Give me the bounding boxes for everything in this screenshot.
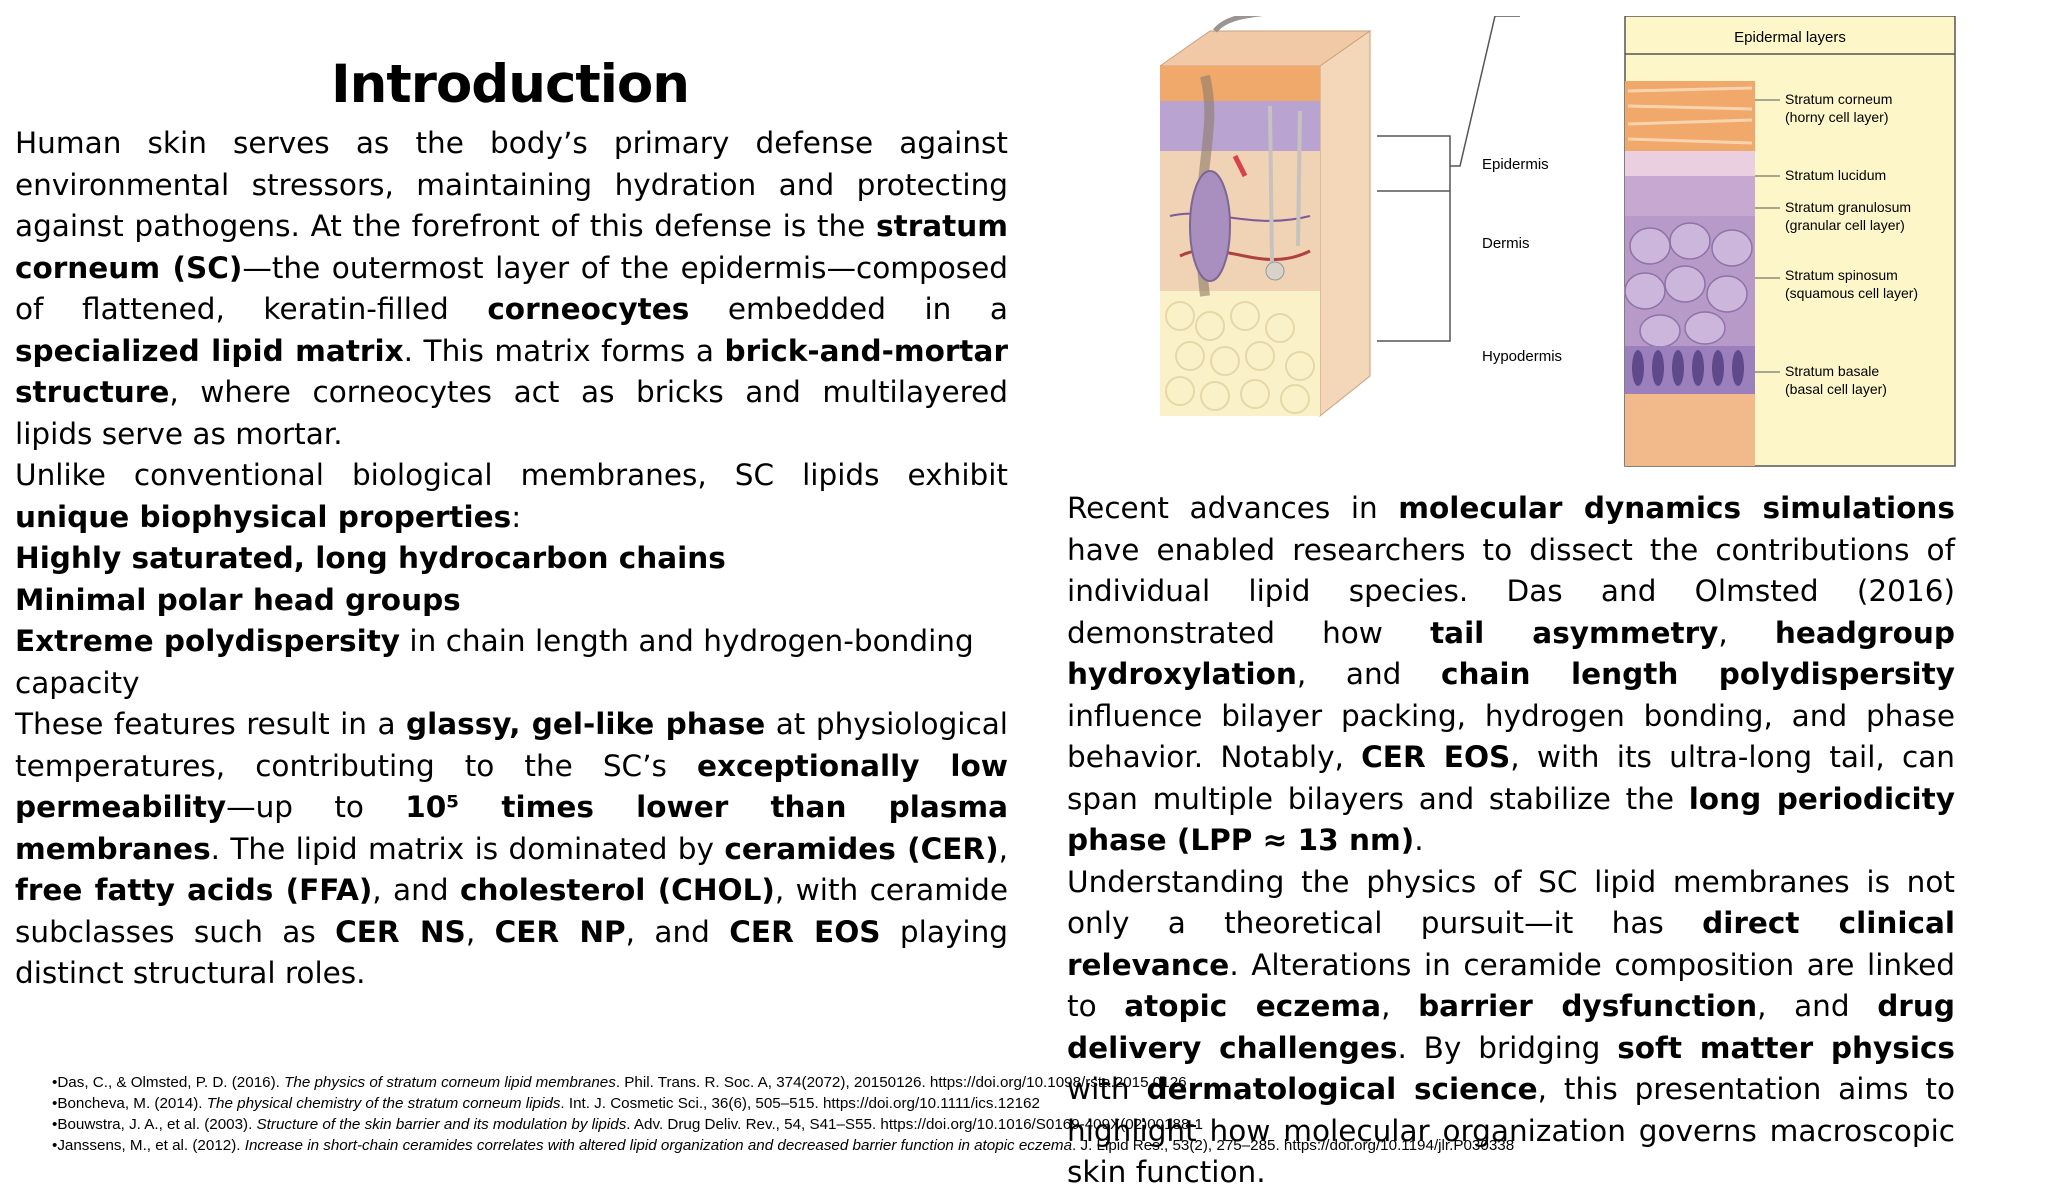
reference-item: •Das, C., & Olmsted, P. D. (2016). The p… bbox=[52, 1074, 1187, 1091]
text-run: , with ceramide subclasses such as bbox=[15, 873, 1009, 949]
bold-term: tail asymmetry bbox=[1430, 615, 1719, 650]
text-run: , where corneocytes act as bricks and mu… bbox=[15, 375, 1008, 451]
layer-sub-granulosum: (granular cell layer) bbox=[1785, 217, 1905, 233]
text-run: playing distinct structural roles. bbox=[15, 914, 1008, 991]
text-run: —the outermost layer of the epidermis—co… bbox=[15, 250, 1008, 327]
layer-name-spinosum: Stratum spinosum bbox=[1785, 267, 1898, 283]
text-run: , bbox=[465, 914, 495, 949]
layer-sub-basale: (basal cell layer) bbox=[1785, 381, 1887, 397]
bold-term: ceramides (CER) bbox=[724, 831, 999, 866]
text-run: These features result in a bbox=[15, 707, 407, 741]
text-run: . This matrix forms a bbox=[403, 333, 725, 368]
bold-term: drug delivery challenges bbox=[1067, 989, 1955, 1065]
layer-name-corneum: Stratum corneum bbox=[1785, 91, 1892, 107]
text-run: , bbox=[998, 831, 1008, 866]
intro-paragraph-1: Human skin serves as the body’s primary … bbox=[15, 123, 1008, 455]
bold-term: glassy, gel-like phase bbox=[406, 707, 766, 741]
bold-term: free fatty acids (FFA) bbox=[15, 873, 373, 907]
text-run: Unlike conventional biological membranes… bbox=[15, 458, 1008, 492]
references: •Das, C., & Olmsted, P. D. (2016). The p… bbox=[52, 1072, 1852, 1156]
intro-right-column: Recent advances in molecular dynamics si… bbox=[1067, 488, 1955, 1194]
md-paragraph: Recent advances in molecular dynamics si… bbox=[1067, 488, 1955, 862]
relevance-paragraph: Understanding the physics of SC lipid me… bbox=[1067, 862, 1955, 1194]
bold-term: cholesterol (CHOL) bbox=[459, 873, 775, 907]
layer-name-lucidum: Stratum lucidum bbox=[1785, 167, 1886, 183]
text-run: , and bbox=[1757, 989, 1878, 1023]
skin-block-illustration bbox=[1160, 16, 1372, 418]
text-run: Recent advances in bbox=[1067, 491, 1399, 525]
layer-brackets bbox=[1377, 16, 1520, 342]
text-run: , and bbox=[625, 914, 730, 949]
text-run: : bbox=[511, 499, 522, 534]
bold-term: chain length polydispersity bbox=[1440, 657, 1955, 691]
layer-name-granulosum: Stratum granulosum bbox=[1785, 199, 1911, 215]
property-item-1: Highly saturated, long hydrocarbon chain… bbox=[15, 541, 726, 575]
bold-term: dermatological science bbox=[1146, 1072, 1538, 1106]
bold-term: atopic eczema bbox=[1124, 989, 1382, 1023]
reference-item: •Janssens, M., et al. (2012). Increase i… bbox=[52, 1137, 1515, 1154]
skin-layers-diagram: Epidermis Dermis Hypodermis Epidermal la… bbox=[1160, 16, 1956, 467]
bold-term: CER NS bbox=[335, 914, 466, 949]
label-epidermis: Epidermis bbox=[1482, 156, 1549, 173]
layer-sub-spinosum: (squamous cell layer) bbox=[1785, 285, 1918, 301]
bold-term: 10⁵ times lower than plasma membranes bbox=[15, 790, 1008, 866]
bold-term: unique biophysical properties bbox=[15, 499, 512, 534]
text-run: , bbox=[1381, 989, 1419, 1023]
label-dermis: Dermis bbox=[1482, 235, 1530, 252]
panel-header: Epidermal layers bbox=[1734, 29, 1846, 46]
bold-term: headgroup hydroxylation bbox=[1067, 615, 1955, 692]
bold-term: specialized lipid matrix bbox=[15, 333, 404, 368]
bold-term: exceptionally low permeability bbox=[15, 748, 1009, 825]
bold-term: direct clinical relevance bbox=[1067, 906, 1955, 982]
layer-name-basale: Stratum basale bbox=[1785, 363, 1879, 379]
bold-term: corneocytes bbox=[487, 292, 690, 326]
text-run: , and bbox=[1296, 657, 1441, 691]
text-run: , and bbox=[372, 873, 460, 907]
intro-paragraph-3: These features result in a glassy, gel-l… bbox=[15, 704, 1008, 995]
text-run: Human skin serves as the body’s primary … bbox=[15, 126, 1008, 243]
text-run: influence bilayer packing, hydrogen bond… bbox=[1067, 698, 1955, 775]
bold-term: long periodicity phase (LPP ≈ 13 nm) bbox=[1067, 781, 1955, 858]
intro-paragraph-2: Unlike conventional biological membranes… bbox=[15, 455, 1008, 538]
text-run: have enabled researchers to dissect the … bbox=[1067, 532, 1955, 650]
bold-term: CER NP bbox=[494, 914, 626, 949]
bold-term: CER EOS bbox=[1361, 740, 1511, 774]
bold-term: CER EOS bbox=[729, 914, 881, 949]
bold-term: brick-and-mortar structure bbox=[15, 333, 1008, 410]
bold-term: barrier dysfunction bbox=[1418, 989, 1758, 1023]
text-run: . bbox=[1414, 823, 1424, 857]
layer-sub-corneum: (horny cell layer) bbox=[1785, 109, 1888, 125]
intro-left-column: Human skin serves as the body’s primary … bbox=[15, 123, 1008, 995]
bold-term: stratum corneum (SC) bbox=[15, 209, 1008, 285]
bold-term: soft matter physics bbox=[1617, 1030, 1955, 1065]
text-run: at physiological temperatures, contribut… bbox=[15, 707, 1008, 783]
property-item-3: Extreme polydispersity in chain length a… bbox=[15, 624, 974, 700]
property-item-2: Minimal polar head groups bbox=[15, 582, 461, 617]
text-run: . Alterations in ceramide composition ar… bbox=[1067, 947, 1955, 1024]
epidermal-layers-panel: Epidermal layers Stratum corneum (horny … bbox=[1624, 16, 1956, 467]
label-hypodermis: Hypodermis bbox=[1482, 348, 1562, 365]
text-run: , bbox=[1718, 615, 1775, 650]
text-run: with bbox=[1067, 1072, 1147, 1106]
text-run: Understanding the physics of SC lipid me… bbox=[1067, 864, 1955, 941]
text-run: embedded in a bbox=[689, 292, 1008, 326]
slide-title: Introduction bbox=[330, 54, 690, 115]
text-run: . The lipid matrix is dominated by bbox=[210, 831, 725, 866]
reference-item: •Bouwstra, J. A., et al. (2003). Structu… bbox=[52, 1116, 1203, 1133]
bold-term: molecular dynamics simulations bbox=[1398, 491, 1955, 525]
text-run: , with its ultra-long tail, can span mul… bbox=[1067, 740, 1955, 816]
text-run: —up to bbox=[226, 790, 406, 824]
text-run: . By bridging bbox=[1397, 1030, 1618, 1065]
reference-item: •Boncheva, M. (2014). The physical chemi… bbox=[52, 1095, 1040, 1112]
